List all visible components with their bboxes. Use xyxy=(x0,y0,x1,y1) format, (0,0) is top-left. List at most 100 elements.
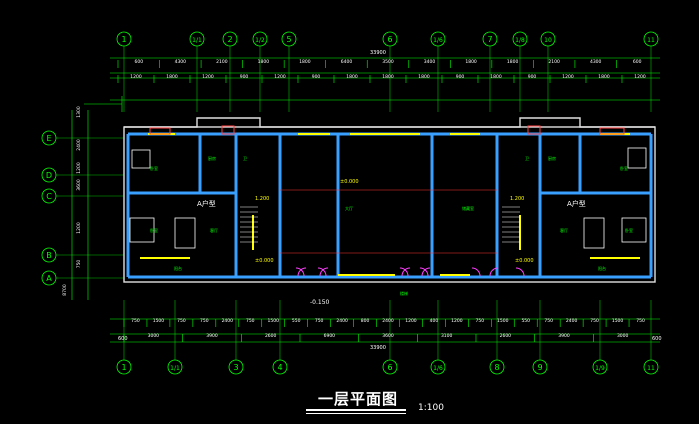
dim-bottom-row1: 1500 xyxy=(612,318,624,324)
axis-label-top: 1/2 xyxy=(255,37,265,44)
dim-bottom-row1: 750 xyxy=(590,318,599,324)
drawing-title: 一层平面图 xyxy=(318,390,399,408)
dim-bottom-row1: 750 xyxy=(544,318,553,324)
dim-top-row2: 1800 xyxy=(346,74,358,80)
axis-label-top: 6 xyxy=(387,35,392,44)
room-bedroom-4: 卧室 xyxy=(625,227,633,233)
axis-label-top: 1/1 xyxy=(192,37,202,44)
dim-top-row1: 2100 xyxy=(548,59,560,65)
room-bedroom-3: 卧室 xyxy=(620,165,628,171)
dim-top-row1: 6400 xyxy=(341,59,353,65)
main-level: ±0.000 xyxy=(340,179,359,185)
dim-left: 750 xyxy=(76,260,82,269)
unit-label-left: A户型 xyxy=(197,199,216,208)
dim-top-row1: 2100 xyxy=(216,59,228,65)
dim-bottom-row1: 750 xyxy=(131,318,140,324)
room-balcony-left: 阳台 xyxy=(174,265,182,271)
dim-bottom-row1: 750 xyxy=(476,318,485,324)
dim-top-row1: 600 xyxy=(633,59,642,65)
axis-centerlines xyxy=(280,189,497,254)
dim-bottom-row1: 2400 xyxy=(336,318,348,324)
dim-bottom-row2: 3900 xyxy=(558,333,570,339)
axis-bubble-top: 10 xyxy=(540,31,556,47)
dim-top-row1: 600 xyxy=(134,59,143,65)
dim-top-row2: 900 xyxy=(312,74,321,80)
dim-top-row2: 900 xyxy=(528,74,537,80)
ground-level-left: ±0.000 xyxy=(255,258,274,264)
room-bedroom-1: 卧室 xyxy=(150,165,158,171)
axis-bubble-top: 1/6 xyxy=(430,31,446,47)
room-hall: 大厅 xyxy=(345,205,353,211)
room-bath-right: 卫 xyxy=(525,156,529,161)
axis-bubble-left: E xyxy=(41,130,57,146)
dim-top-row1: 3400 xyxy=(424,59,436,65)
axis-label-bottom: 8 xyxy=(494,363,499,372)
axis-label-top: 11 xyxy=(647,37,655,44)
room-stair: 楼梯 xyxy=(400,290,408,296)
axis-label-top: 5 xyxy=(286,35,291,44)
dim-bottom-row1: 750 xyxy=(636,318,645,324)
dim-top-row2: 1800 xyxy=(490,74,502,80)
edge-dim-right: 600 xyxy=(652,336,662,342)
axis-bubble-bottom: 3 xyxy=(228,359,244,375)
room-balcony-right: 阳台 xyxy=(598,265,606,271)
dim-top-row1: 4300 xyxy=(590,59,602,65)
dim-left: 1300 xyxy=(76,106,82,118)
drawing-scale: 1:100 xyxy=(418,403,444,413)
axis-label-bottom: 3 xyxy=(233,363,238,372)
dim-top-row2: 1200 xyxy=(562,74,574,80)
axis-label-left: B xyxy=(46,251,52,260)
inner-walls xyxy=(126,132,653,279)
dim-top-row2: 1800 xyxy=(166,74,178,80)
dim-bottom-row1: 1500 xyxy=(267,318,279,324)
axis-bubble-top: 7 xyxy=(482,31,498,47)
axis-bubble-bottom: 11 xyxy=(643,359,659,375)
axis-label-top: 7 xyxy=(487,35,492,44)
axis-label-left: D xyxy=(46,171,52,180)
axis-label-bottom: 1/6 xyxy=(433,365,443,372)
axis-bubble-bottom: 1 xyxy=(116,359,132,375)
stair-level-right: 1.200 xyxy=(510,196,524,202)
title-underline-thin xyxy=(306,413,406,414)
room-kitchen-right: 厨房 xyxy=(548,155,556,161)
dim-bottom-row2: 3000 xyxy=(617,333,629,339)
axis-bubble-top: 1/2 xyxy=(252,31,268,47)
dim-top-row2: 1200 xyxy=(202,74,214,80)
dim-left: 1200 xyxy=(76,162,82,174)
dim-top-row1: 1800 xyxy=(258,59,270,65)
axis-bubble-bottom: 1/6 xyxy=(430,359,446,375)
axis-bubble-top: 1/8 xyxy=(512,31,528,47)
stairs-right xyxy=(502,206,520,243)
outer-walls xyxy=(123,117,656,283)
dim-bottom-row1: 1200 xyxy=(405,318,417,324)
dim-top-row2: 1800 xyxy=(382,74,394,80)
axis-bubble-bottom: 1/1 xyxy=(167,359,183,375)
doors xyxy=(295,267,525,277)
dim-bottom-row1: 750 xyxy=(246,318,255,324)
dim-bottom-row1: 1500 xyxy=(497,318,509,324)
room-living-left: 客厅 xyxy=(210,227,218,233)
dim-bottom-row1: 550 xyxy=(292,318,301,324)
dim-bottom-row1: 550 xyxy=(521,318,530,324)
axis-bubble-top: 11 xyxy=(643,31,659,47)
dim-top-row1: 3500 xyxy=(382,59,394,65)
dim-top-row1: 1800 xyxy=(465,59,477,65)
title-underline xyxy=(306,409,406,411)
dim-bottom-row1: 750 xyxy=(200,318,209,324)
axis-label-bottom: 6 xyxy=(387,363,392,372)
dim-top-row2: 1200 xyxy=(274,74,286,80)
unit-label-right: A户型 xyxy=(567,199,586,208)
dim-bottom-row2: 3100 xyxy=(441,333,453,339)
axis-grid xyxy=(56,46,652,360)
axis-bubble-left: D xyxy=(41,167,57,183)
dim-bottom-row1: 1200 xyxy=(451,318,463,324)
dim-bottom-row2: 2600 xyxy=(265,333,277,339)
axis-bubble-left: B xyxy=(41,247,57,263)
dim-bottom-row1: 1500 xyxy=(153,318,165,324)
axis-bubble-bottom: 9 xyxy=(532,359,548,375)
dim-top-row1: 1800 xyxy=(507,59,519,65)
room-kitchen-left: 厨房 xyxy=(208,155,216,161)
axis-label-top: 1 xyxy=(121,35,126,44)
axis-label-top: 10 xyxy=(544,37,552,44)
